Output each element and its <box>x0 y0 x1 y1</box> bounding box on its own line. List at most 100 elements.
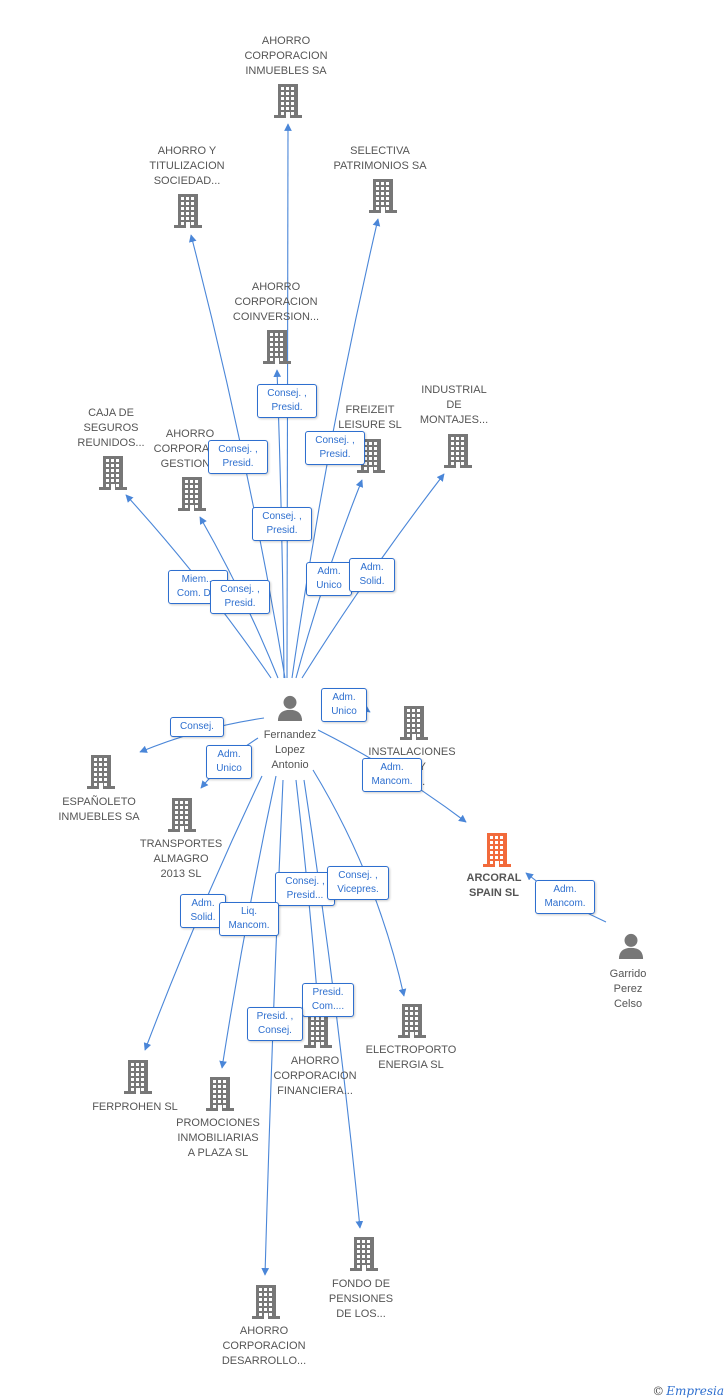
relation-role-line: Consej. <box>258 1025 292 1036</box>
relation-role-box[interactable]: Presid. ,Consej. <box>247 1007 303 1041</box>
relation-role-box[interactable]: Adm.Unico <box>321 688 367 722</box>
relation-role-box[interactable]: Adm.Unico <box>206 745 252 779</box>
relation-role-line: Consej. , <box>220 584 260 595</box>
relation-role-line: Adm. <box>191 898 215 909</box>
node-name-line: FONDO DE <box>331 1278 391 1290</box>
company-building-icon[interactable] <box>174 194 202 233</box>
node-name-line: COINVERSION... <box>232 311 320 323</box>
relation-role-box[interactable]: Adm. Solid. <box>349 558 395 592</box>
node-name-line: INMUEBLES SA <box>245 65 327 77</box>
focus-company-icon[interactable] <box>483 833 511 872</box>
person-icon[interactable] <box>277 695 303 726</box>
company-building-icon[interactable] <box>206 1077 234 1116</box>
node-name-line: TITULIZACION <box>149 160 225 172</box>
node-name-line: SELECTIVA <box>350 145 410 157</box>
relation-role-box[interactable]: Adm.Mancom. <box>362 758 422 792</box>
relation-role-line: Unico <box>316 580 342 591</box>
node-name[interactable]: AHORRO Y TITULIZACION SOCIEDAD... <box>112 144 262 189</box>
relation-role-line: Com.... <box>311 1001 345 1012</box>
relation-role-line: Adm. <box>380 762 404 773</box>
node-name-line: AHORRO Y <box>157 145 217 157</box>
relation-role-box[interactable]: Consej. , Presid. <box>257 384 317 418</box>
node-name-line: AHORRO <box>239 1325 289 1337</box>
node-name-line: INDUSTRIAL <box>421 384 487 396</box>
company-building-icon[interactable] <box>87 755 115 794</box>
relation-role-box[interactable]: Consej. <box>170 717 224 737</box>
relation-role-box[interactable]: Consej. ,Presid. <box>305 431 365 465</box>
node-name[interactable]: SELECTIVA PATRIMONIOS SA <box>305 144 455 174</box>
relation-role-line: Vicepres. <box>337 884 379 895</box>
company-building-icon[interactable] <box>350 1237 378 1276</box>
relation-role-line: Presid. <box>271 402 303 413</box>
company-building-icon[interactable] <box>444 434 472 473</box>
company-building-icon[interactable] <box>357 439 385 478</box>
relation-role-box[interactable]: Consej. ,Presid. <box>252 507 312 541</box>
relation-role-line: Unico <box>216 763 242 774</box>
relation-role-line: Consej. , <box>267 388 307 399</box>
relation-role-line: Presid. <box>312 987 344 998</box>
node-name-line: AHORRO <box>251 281 301 293</box>
node-name-line: REUNIDOS... <box>77 437 145 449</box>
company-building-icon[interactable] <box>304 1014 332 1053</box>
node-name-line: PATRIMONIOS SA <box>333 160 427 172</box>
company-building-icon[interactable] <box>168 798 196 837</box>
relation-role-box[interactable]: Adm.Solid. <box>180 894 226 928</box>
company-building-icon[interactable] <box>124 1060 152 1099</box>
relation-role-box[interactable]: Adm.Mancom. <box>535 880 595 914</box>
relation-role-box[interactable]: Presid. Com.... <box>302 983 354 1017</box>
relation-role-line: Presid... <box>286 890 324 901</box>
relation-role-line: Consej. , <box>315 435 355 446</box>
node-name-line: SOCIEDAD... <box>153 175 221 187</box>
node-name-line: ESPAÑOLETO <box>62 796 136 808</box>
node-name-line: Antonio <box>271 759 309 771</box>
relation-role-line: Adm. <box>360 562 384 573</box>
company-building-icon[interactable] <box>252 1285 280 1324</box>
node-name-line: CORPORACION <box>273 1070 357 1082</box>
relation-role-box[interactable]: Consej. ,Presid. <box>210 580 270 614</box>
node-name-line: PENSIONES <box>328 1293 394 1305</box>
relation-role-box[interactable]: Liq.Mancom. <box>219 902 279 936</box>
relation-role-box[interactable]: Consej. ,Presid... <box>275 872 335 906</box>
node-name-line: ELECTROPORTO <box>365 1044 457 1056</box>
node-name-line: Fernandez <box>263 729 317 741</box>
relation-role-line: Consej. , <box>338 870 378 881</box>
company-building-icon[interactable] <box>99 456 127 495</box>
node-name-line: SEGUROS <box>83 422 139 434</box>
node-name-line: FREIZEIT <box>345 404 395 416</box>
node-name-line: DE <box>446 399 462 411</box>
copyright-symbol: © <box>652 1384 665 1398</box>
relation-role-line: Solid. <box>359 576 385 587</box>
company-building-icon[interactable] <box>263 330 291 369</box>
relation-role-line: Presid. <box>222 458 254 469</box>
person-icon[interactable] <box>618 933 644 964</box>
relation-role-box[interactable]: Adm.Unico <box>306 562 352 596</box>
company-building-icon[interactable] <box>274 84 302 123</box>
relation-role-box[interactable]: Consej. , Vicepres. <box>327 866 389 900</box>
node-name[interactable]: FERPROHEN SL <box>60 1100 210 1115</box>
company-building-icon[interactable] <box>178 477 206 516</box>
node-name-line: Garrido <box>609 968 647 980</box>
relation-role-box[interactable]: Consej. ,Presid. <box>208 440 268 474</box>
company-building-icon[interactable] <box>400 706 428 745</box>
company-building-icon[interactable] <box>398 1004 426 1043</box>
empresia-logo[interactable]: Empresia <box>666 1384 724 1398</box>
footer: ©Empresia <box>652 1384 724 1398</box>
node-name-line: TRANSPORTES <box>139 838 223 850</box>
company-building-icon[interactable] <box>369 179 397 218</box>
